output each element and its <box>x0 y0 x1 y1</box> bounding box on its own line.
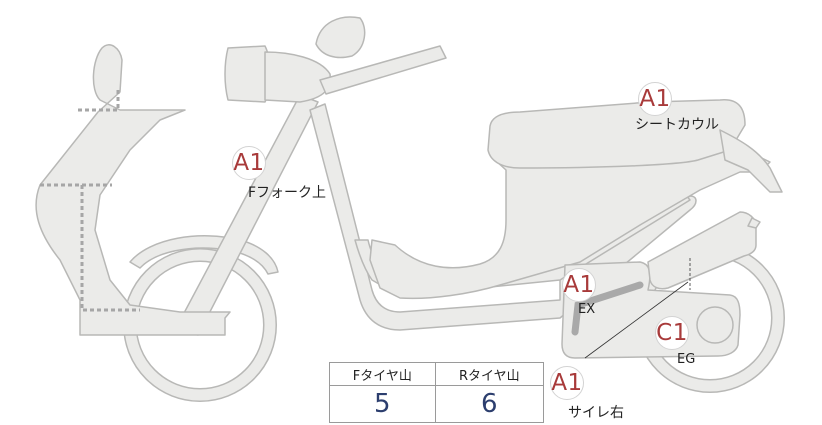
headlight-housing <box>264 51 332 103</box>
tail-cowl <box>719 129 783 193</box>
marker-seat-cowl-label: シートカウル <box>635 117 719 133</box>
tread-table: Fタイヤ山 Rタイヤ山 5 6 <box>329 362 545 423</box>
tread-value-rear: 6 <box>434 385 545 423</box>
rear-hub <box>696 306 734 344</box>
marker-exhaust-label: EX <box>578 302 596 317</box>
leader-side <box>584 281 689 359</box>
tread-header-front: Fタイヤ山 <box>329 362 436 386</box>
tread-table-header-row: Fタイヤ山 Rタイヤ山 <box>329 362 545 386</box>
headlight <box>224 45 271 103</box>
tread-table-value-row: 5 6 <box>329 385 545 423</box>
marker-side-right-label: サイレ右 <box>568 405 624 421</box>
marker-engine-label: EG <box>677 352 696 367</box>
marker-side-right-badge: A1 <box>550 366 584 400</box>
airbox <box>647 211 757 290</box>
exhaust-pipe <box>571 281 644 336</box>
rear-body <box>369 149 771 300</box>
marker-engine-badge: C1 <box>655 316 689 350</box>
tread-header-rear: Rタイヤ山 <box>434 362 545 386</box>
marker-seat-cowl-badge: A1 <box>638 82 672 116</box>
shock-mount <box>747 217 761 229</box>
seat <box>487 99 746 169</box>
front-fork <box>174 94 319 336</box>
marker-front-fork-top-label: Fフォーク上 <box>248 185 327 201</box>
handlebar <box>319 45 447 95</box>
marker-exhaust-badge: A1 <box>562 268 596 302</box>
mirror <box>315 16 366 59</box>
front-leg-shield <box>35 44 231 336</box>
marker-front-fork-top-badge: A1 <box>232 146 266 180</box>
panel-line-vertical <box>80 185 140 312</box>
tread-value-front: 5 <box>329 385 436 423</box>
